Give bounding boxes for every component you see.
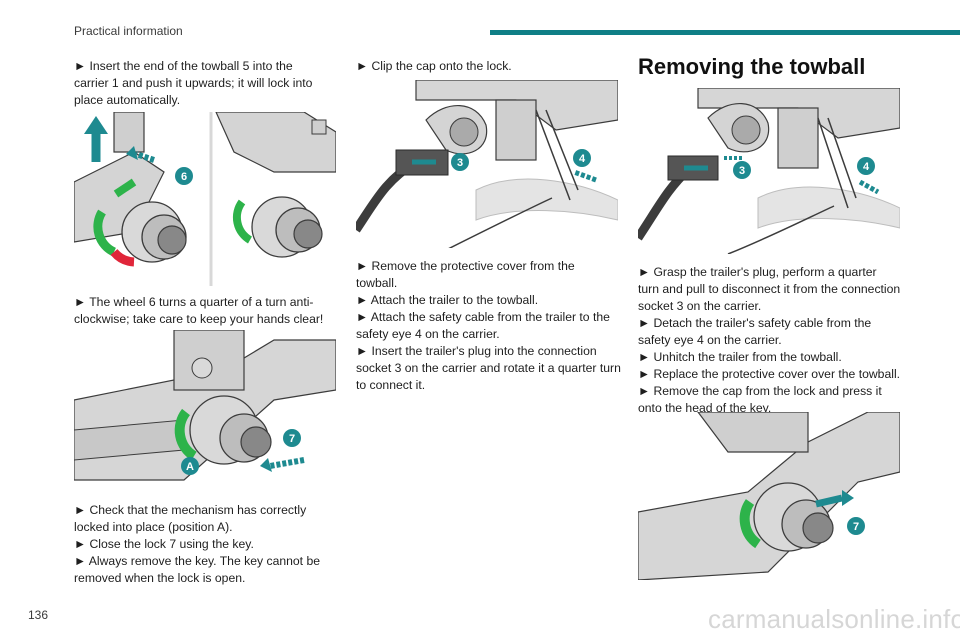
col1-para1: ► Insert the end of the towball 5 into t… (74, 58, 334, 109)
text-line: place automatically. (74, 93, 181, 107)
callout-label: A (186, 461, 194, 473)
callout-6 (175, 167, 193, 185)
text-line: turn and pull to disconnect it from the … (638, 282, 901, 296)
text-line: ► Remove the cap from the lock and press… (638, 384, 882, 398)
text-line: ► Attach the trailer to the towball. (356, 293, 539, 307)
col3-para1: ► Grasp the trailer's plug, perform a qu… (638, 264, 904, 417)
text-line: ► Detach the trailer's safety cable from… (638, 316, 872, 330)
col2-para1: ► Clip the cap onto the lock. (356, 58, 618, 75)
callout-label: 4 (579, 153, 586, 165)
callout-a (181, 457, 199, 475)
header-accent-bar (490, 30, 960, 35)
figure-remove-plug: 3 4 (638, 88, 900, 254)
text-line: ► Check that the mechanism has correctly (74, 503, 307, 517)
callout-label: 3 (457, 157, 463, 169)
text-line: ► Always remove the key. The key cannot … (74, 554, 321, 568)
text-line: safety eye 4 on the carrier. (356, 327, 500, 341)
col1-para2: ► The wheel 6 turns a quarter of a turn … (74, 294, 336, 328)
section-title: Removing the towball (638, 54, 866, 79)
text-line: ► Replace the protective cover over the … (638, 367, 901, 381)
text-line: ► Insert the trailer's plug into the con… (356, 344, 597, 358)
text-line: ► Unhitch the trailer from the towball. (638, 350, 842, 364)
page-number: 136 (28, 608, 49, 622)
text-line: clockwise; take care to keep your hands … (74, 312, 324, 326)
text-line: ► Grasp the trailer's plug, perform a qu… (638, 265, 877, 279)
header-section-title: Practical information (74, 24, 183, 38)
text-line: towball. (356, 276, 398, 290)
text-line: locked into place (position A). (74, 520, 233, 534)
text-line: ► Close the lock 7 using the key. (74, 537, 254, 551)
callout-7 (283, 429, 301, 447)
callout-label: 4 (863, 161, 870, 173)
callout-3 (451, 153, 469, 171)
text-line: ► Remove the protective cover from the (356, 259, 575, 273)
callout-3 (733, 161, 751, 179)
text-line: ► Attach the safety cable from the trail… (356, 310, 610, 324)
text-line: removed when the lock is open. (74, 571, 246, 585)
callout-label: 3 (739, 165, 745, 177)
text-line: ► Clip the cap onto the lock. (356, 59, 512, 73)
text-line: socket 3 on the carrier. (638, 299, 762, 313)
text-line: to connect it. (356, 378, 426, 392)
figure-lock-position-a: 7 A (74, 330, 336, 492)
callout-label: 6 (181, 171, 187, 183)
figure-remove-cap: 7 (638, 412, 900, 580)
watermark: carmanualsonline.info (708, 604, 960, 634)
text-line: ► The wheel 6 turns a quarter of a turn … (74, 295, 314, 309)
figure-towball-insert: 6 (74, 112, 336, 286)
col1-para3: ► Check that the mechanism has correctly… (74, 502, 336, 587)
text-line: carrier 1 and push it upwards; it will l… (74, 76, 313, 90)
text-line: socket 3 on the carrier and rotate it a … (356, 361, 621, 375)
text-line: safety eye 4 on the carrier. (638, 333, 782, 347)
text-line: ► Insert the end of the towball 5 into t… (74, 59, 293, 73)
callout-4 (857, 157, 875, 175)
callout-label: 7 (289, 433, 295, 445)
col2-para2: ► Remove the protective cover from the t… (356, 258, 622, 394)
callout-7 (847, 517, 865, 535)
figure-cap-clip: 3 4 (356, 80, 618, 248)
callout-4 (573, 149, 591, 167)
callout-label: 7 (853, 521, 859, 533)
